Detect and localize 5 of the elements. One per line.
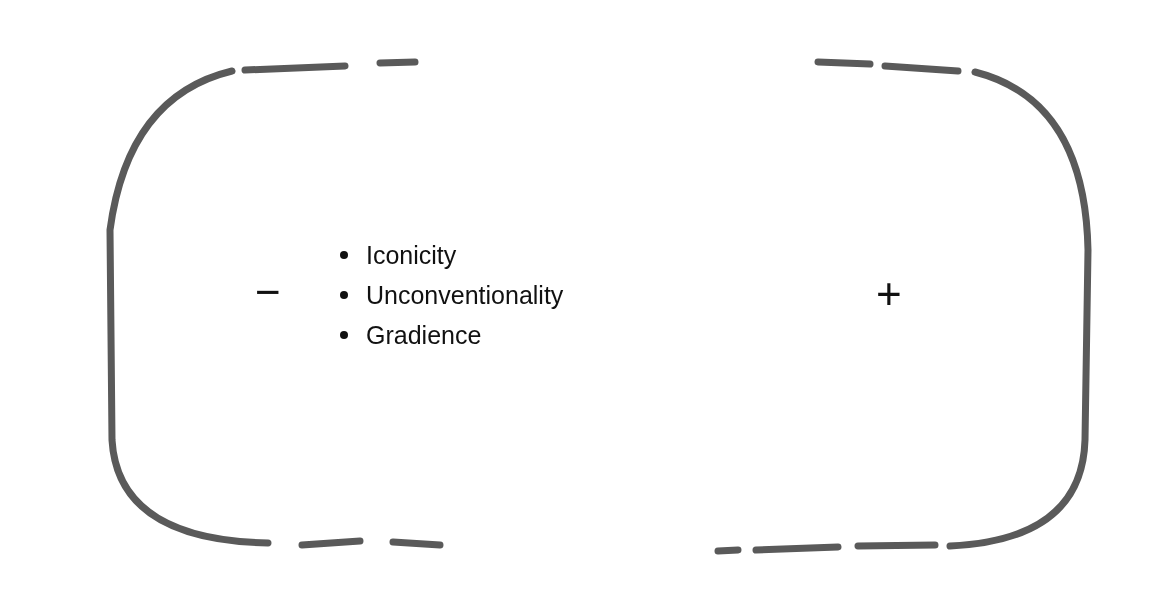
minus-sign: − <box>255 270 281 314</box>
list-item: Unconventionality <box>366 281 564 309</box>
list-item: Iconicity <box>366 241 457 269</box>
plus-sign: + <box>876 272 902 316</box>
list-item: Gradience <box>366 321 482 349</box>
